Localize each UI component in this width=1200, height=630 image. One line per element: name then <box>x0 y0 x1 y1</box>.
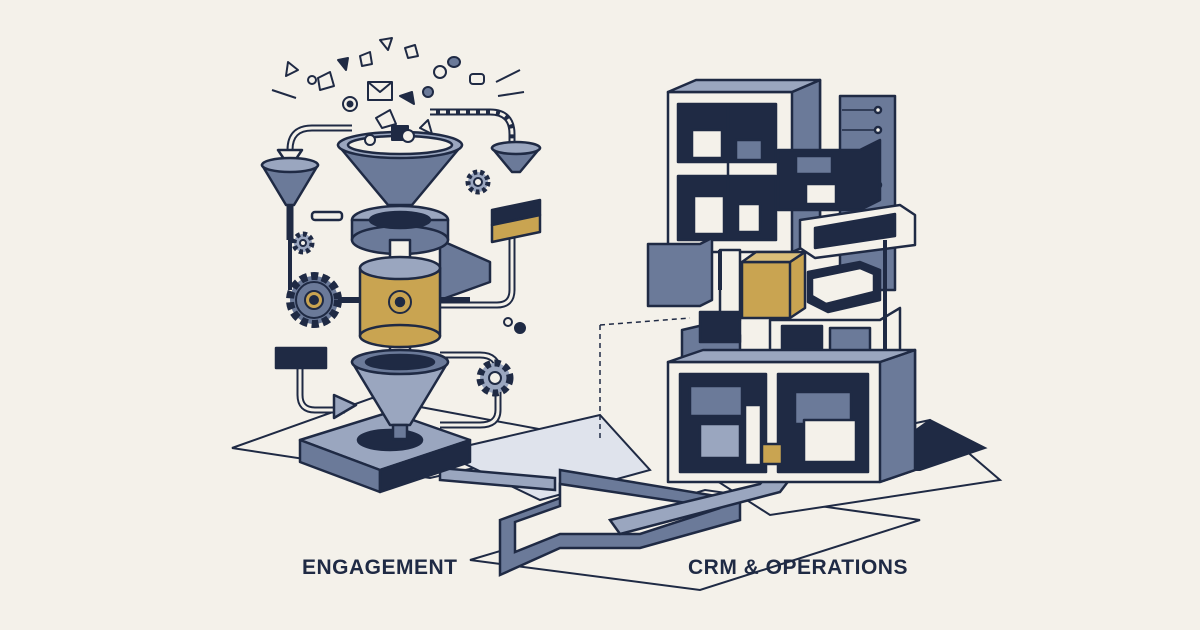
gear-icon <box>476 359 514 397</box>
funnel-machine-icon <box>260 108 542 494</box>
pipe-conveyor-icon <box>438 317 803 577</box>
gear-icon <box>291 231 315 255</box>
gear-icon <box>465 169 491 195</box>
storage-shelves-icon <box>646 78 917 484</box>
engagement-label: ENGAGEMENT <box>302 556 458 579</box>
gear-icon <box>286 272 342 328</box>
gear-icon <box>503 317 526 334</box>
crm-operations-label: CRM & OPERATIONS <box>688 556 908 579</box>
data-shapes <box>271 37 525 146</box>
